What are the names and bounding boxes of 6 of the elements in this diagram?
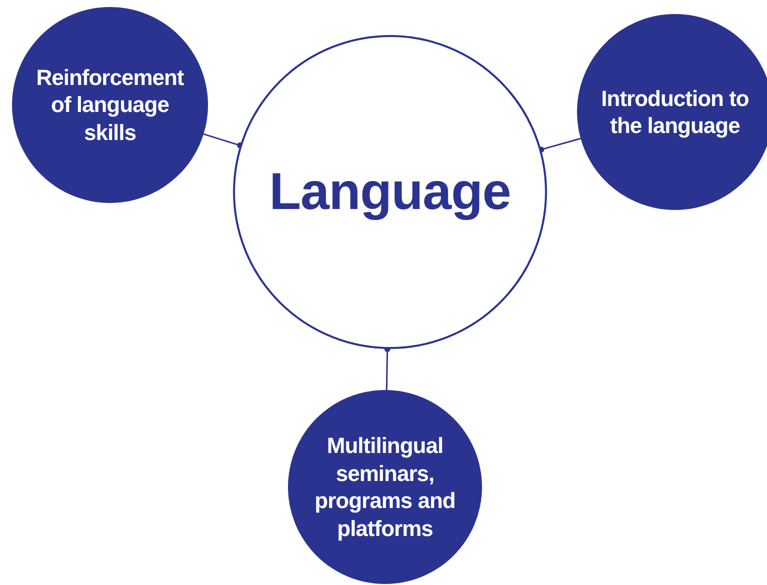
topic-label: Introduction to the language (600, 84, 750, 140)
topic-label: Multilingual seminars, programs and platforms (314, 432, 456, 542)
connector-line (203, 133, 244, 148)
connector-line (538, 138, 581, 153)
central-topic-label: Language (269, 162, 511, 222)
topic-label: Reinforcement of language skills (35, 64, 185, 146)
